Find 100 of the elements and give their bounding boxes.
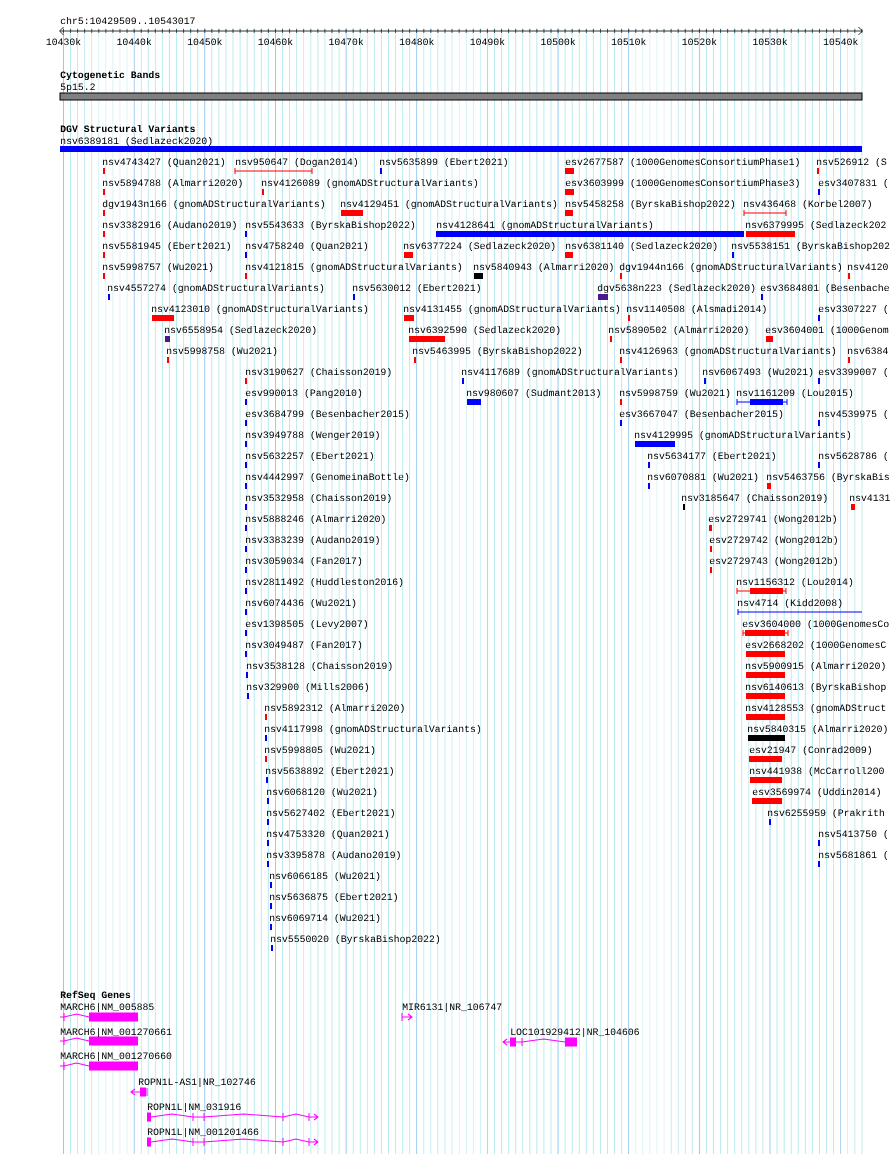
variant-label: nsv5890502 (Almarri2020) xyxy=(609,325,748,336)
gene-label: LOC101929412|NR_104606 xyxy=(511,1027,639,1038)
track-title: Cytogenetic Bands xyxy=(60,70,160,81)
variant-label: nsv4128553 (gnomADStruct xyxy=(746,703,886,714)
variant-label: nsv3395878 (Audano2019) xyxy=(267,850,400,861)
variant-label: nsv5998757 (Wu2021) xyxy=(103,262,213,273)
variant-label: esv3603999 (1000GenomesConsortiumPhase3) xyxy=(565,178,799,189)
variant-label: nsv5892312 (Almarri2020) xyxy=(265,703,404,714)
variant-label: esv3667047 (Besenbacher2015) xyxy=(619,409,783,420)
variant-label: nsv6070881 (Wu2021) xyxy=(648,472,758,483)
variant-label: dgv1943n166 (gnomADStructuralVariants) xyxy=(102,199,324,210)
variant-label: nsv5998758 (Wu2021) xyxy=(167,346,277,357)
variant-label: dgv5638n223 (Sedlazeck2020) xyxy=(597,283,755,294)
variant-label: nsv6392590 (Sedlazeck2020) xyxy=(409,325,560,336)
variant-label: nsv5636875 (Ebert2021) xyxy=(270,892,397,903)
variant-label: dgv1944n166 (gnomADStructuralVariants) xyxy=(619,262,841,273)
variant-label: nsv4121815 (gnomADStructuralVariants) xyxy=(246,262,462,273)
variant-label: nsv5458258 (ByrskaBishop2022) xyxy=(566,199,735,210)
axis-tick-label: 10510k xyxy=(611,37,646,46)
axis-tick-label: 10460k xyxy=(258,37,293,46)
variant-label: nsv4753320 (Quan2021) xyxy=(267,829,389,840)
variant-label: nsv5463995 (ByrskaBishop2022) xyxy=(413,346,582,357)
variant-label: nsv4120 xyxy=(848,263,888,271)
axis-tick-label: 10440k xyxy=(117,37,152,46)
position-label: chr5:10429509..10543017 xyxy=(60,16,195,25)
variant-label: nsv3185647 (Chaisson2019) xyxy=(682,493,827,504)
axis-tick-label: 10450k xyxy=(187,37,222,46)
variant-label: nsv5634177 (Ebert2021) xyxy=(648,451,775,462)
variant-label: esv1398505 (Levy2007) xyxy=(245,619,368,630)
variant-label: nsv5538151 (ByrskaBishop202 xyxy=(732,241,890,252)
variant-label: nsv5630012 (Ebert2021) xyxy=(353,283,480,294)
variant-label: esv2677587 (1000GenomesConsortiumPhase1) xyxy=(565,157,799,168)
gene-label: MARCH6|NM_005885 xyxy=(60,1002,154,1013)
variant-label: nsv526912 (S xyxy=(817,157,887,168)
variant-label: nsv329900 (Mills2006) xyxy=(247,682,369,693)
variant-label: nsv1140508 (Alsmadi2014) xyxy=(627,304,766,315)
variant-label: nsv5681861 ( xyxy=(819,850,888,861)
variant-label: nsv4123010 (gnomADStructuralVariants) xyxy=(152,304,368,315)
variant-label: nsv6384 xyxy=(848,347,888,355)
variant-label: nsv5581945 (Ebert2021) xyxy=(103,241,230,252)
variant-label: nsv5632257 (Ebert2021) xyxy=(246,451,373,462)
variant-label: nsv6381140 (Sedlazeck2020) xyxy=(566,241,717,252)
axis-tick-label: 10490k xyxy=(470,37,505,46)
track-title: DGV Structural Variants xyxy=(60,124,195,133)
variant-label: nsv3049487 (Fan2017) xyxy=(246,640,362,651)
variant-label: nsv4131 xyxy=(850,494,890,502)
axis-tick-label: 10430k xyxy=(46,37,81,46)
variant-label: nsv5635899 (Ebert2021) xyxy=(380,157,507,168)
variant-label: nsv1156312 (Lou2014) xyxy=(737,577,853,588)
gene-label: MARCH6|NM_001270661 xyxy=(60,1027,172,1038)
variant-label: esv3684799 (Besenbacher2015) xyxy=(245,409,409,420)
variant-label: nsv4743427 (Quan2021) xyxy=(103,157,225,168)
variant-label: esv990013 (Pang2010) xyxy=(245,388,362,399)
variant-label: nsv5894788 (Almarri2020) xyxy=(103,178,242,189)
track-title: RefSeq Genes xyxy=(60,990,131,1001)
variant-label: esv3407831 ( xyxy=(818,178,888,189)
axis-tick-label: 10480k xyxy=(399,37,434,46)
variant-label: nsv4557274 (gnomADStructuralVariants) xyxy=(108,283,324,294)
variant-label: esv2729743 (Wong2012b) xyxy=(709,556,837,567)
variant-label: esv21947 (Conrad2009) xyxy=(749,745,872,756)
variant-label: nsv6066185 (Wu2021) xyxy=(270,871,380,882)
variant-label: nsv6067493 (Wu2021) xyxy=(703,367,813,378)
variant-label: nsv5888246 (Almarri2020) xyxy=(246,514,385,525)
variant-label: nsv4117998 (gnomADStructuralVariants) xyxy=(265,724,481,735)
variant-label: nsv5998805 (Wu2021) xyxy=(265,745,375,756)
variant-label: nsv3059034 (Fan2017) xyxy=(246,556,362,567)
variant-label: nsv980607 (Sudmant2013) xyxy=(467,388,600,399)
variant-label: nsv6140613 (ByrskaBishop xyxy=(746,682,886,693)
variant-label: esv3399007 ( xyxy=(818,367,888,378)
variant-label: nsv2811492 (Huddleston2016) xyxy=(246,577,403,588)
axis-tick-label: 10540k xyxy=(823,37,858,46)
variant-label: nsv950647 (Dogan2014) xyxy=(236,157,358,168)
variant-label: nsv436468 (Korbel2007) xyxy=(744,199,871,210)
variant-label: esv2668202 (1000GenomesC xyxy=(745,640,886,651)
variant-label: esv3307227 ( xyxy=(818,304,888,315)
variant-label: nsv5463756 (ByrskaBis xyxy=(767,472,889,483)
variant-label: nsv6377224 (Sedlazeck2020) xyxy=(404,241,555,252)
variant-label: nsv5900915 (Almarri2020) xyxy=(746,661,885,672)
variant-label: nsv441938 (McCarroll200 xyxy=(750,766,884,777)
variant-label: nsv5998759 (Wu2021) xyxy=(620,388,730,399)
variant-label: nsv5628786 ( xyxy=(819,451,888,462)
variant-label: nsv4128641 (gnomADStructuralVariants) xyxy=(437,220,653,231)
variant-label: nsv3190627 (Chaisson2019) xyxy=(246,367,391,378)
variant-label: esv2729741 (Wong2012b) xyxy=(708,514,836,525)
variant-label: nsv6074436 (Wu2021) xyxy=(246,598,356,609)
gene-label: ROPN1L|NM_001201466 xyxy=(147,1127,259,1138)
variant-label: nsv6389181 (Sedlazeck2020) xyxy=(61,136,212,147)
variant-label: nsv5413750 ( xyxy=(819,829,888,840)
variant-label: nsv4129995 (gnomADStructuralVariants) xyxy=(635,430,851,441)
axis-tick-label: 10500k xyxy=(541,37,576,46)
variant-label: nsv3383239 (Audano2019) xyxy=(246,535,379,546)
variant-label: nsv6069714 (Wu2021) xyxy=(270,913,380,924)
axis-tick-label: 10520k xyxy=(682,37,717,46)
variant-label: nsv5638892 (Ebert2021) xyxy=(266,766,393,777)
variant-label: nsv5543633 (ByrskaBishop2022) xyxy=(246,220,415,231)
variant-label: esv3569974 (Uddin2014) xyxy=(752,787,880,798)
variant-label: nsv4126963 (gnomADStructuralVariants) xyxy=(620,346,836,357)
variant-label: nsv4126089 (gnomADStructuralVariants) xyxy=(262,178,478,189)
variant-label: nsv6558954 (Sedlazeck2020) xyxy=(165,325,316,336)
axis-tick-label: 10530k xyxy=(753,37,788,46)
